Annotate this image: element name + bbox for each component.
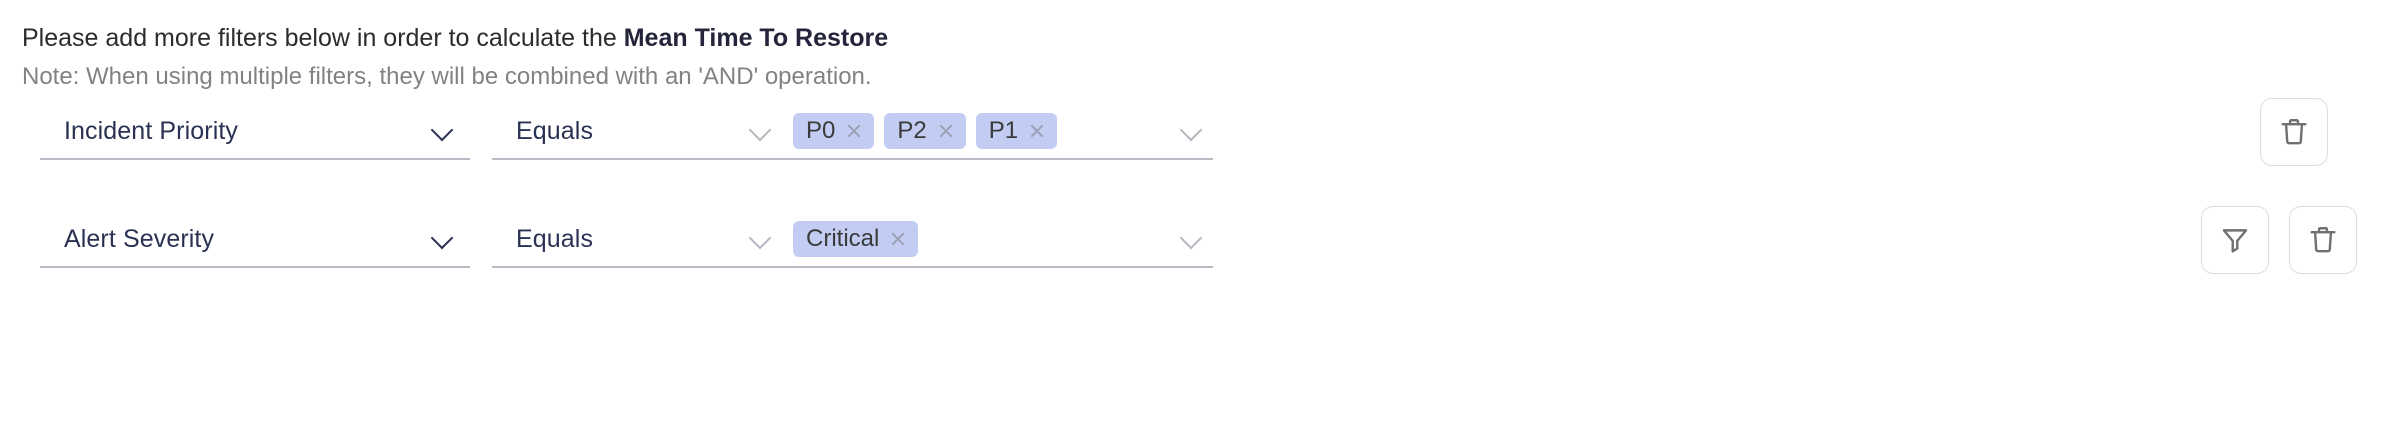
delete-filter-button[interactable] — [2289, 206, 2357, 274]
filter-value-select[interactable]: Critical — [785, 212, 1213, 268]
chevron-down-icon[interactable] — [430, 226, 456, 252]
filter-row-actions — [2201, 206, 2357, 274]
delete-icon — [2281, 119, 2307, 145]
close-icon[interactable] — [889, 230, 907, 248]
value-chip[interactable]: Critical — [793, 221, 919, 257]
row-spacer — [0, 184, 2408, 212]
page-title: Please add more filters below in order t… — [22, 23, 888, 53]
delete-icon — [2310, 227, 2336, 253]
filter-value-chips: P0 P2 P1 — [793, 113, 1179, 149]
filter-value-select[interactable]: P0 P2 P1 — [785, 104, 1213, 160]
delete-filter-button[interactable] — [2260, 98, 2328, 166]
filter-rows: Incident Priority Equals P0 P2 — [0, 98, 2408, 292]
filter-operator-value: Equals — [516, 116, 594, 145]
filter-attribute-value: Incident Priority — [64, 116, 238, 145]
filter-value-chips: Critical — [793, 221, 1179, 257]
filter-attribute-select[interactable]: Incident Priority — [40, 104, 470, 160]
chevron-down-icon[interactable] — [430, 118, 456, 144]
close-icon[interactable] — [937, 122, 955, 140]
filter-operator-select[interactable]: Equals — [492, 104, 788, 160]
page-title-prefix: Please add more filters below in order t… — [22, 24, 624, 52]
chevron-down-icon[interactable] — [1179, 226, 1205, 252]
chevron-down-icon[interactable] — [748, 226, 774, 252]
filter-attribute-select[interactable]: Alert Severity — [40, 212, 470, 268]
value-chip-label: P2 — [897, 116, 927, 144]
filter-row: Alert Severity Equals Critical — [0, 206, 2408, 292]
filter-attribute-value: Alert Severity — [64, 224, 215, 253]
apply-filter-button[interactable] — [2201, 206, 2269, 274]
close-icon[interactable] — [845, 122, 863, 140]
value-chip[interactable]: P2 — [884, 113, 966, 149]
filter-row: Incident Priority Equals P0 P2 — [0, 98, 2408, 184]
filter-icon — [2222, 229, 2248, 253]
chevron-down-icon[interactable] — [1179, 118, 1205, 144]
value-chip-label: P1 — [988, 116, 1019, 144]
value-chip[interactable]: P1 — [975, 113, 1058, 149]
value-chip-label: P0 — [806, 116, 836, 144]
value-chip[interactable]: P0 — [793, 113, 875, 149]
filter-row-actions — [2260, 98, 2328, 166]
value-chip-label: Critical — [806, 224, 880, 252]
filter-operator-select[interactable]: Equals — [492, 212, 788, 268]
metric-name: Mean Time To Restore — [623, 24, 889, 52]
close-icon[interactable] — [1028, 122, 1046, 140]
filter-note: Note: When using multiple filters, they … — [22, 63, 872, 90]
chevron-down-icon[interactable] — [748, 118, 774, 144]
filter-operator-value: Equals — [516, 224, 594, 253]
